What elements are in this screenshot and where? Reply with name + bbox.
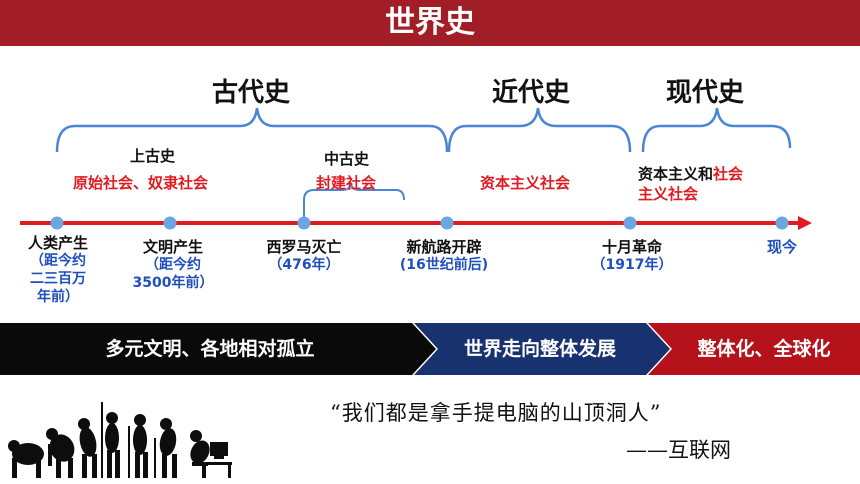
title-bar — [0, 0, 860, 46]
brace-ancient — [55, 107, 449, 153]
era-modern: 近代史 — [492, 78, 571, 108]
label-primitive-slave: 原始社会、奴隶社会 — [73, 174, 209, 192]
label-upper-ancient: 上古史 — [130, 147, 176, 165]
label-capitalist: 资本主义社会 — [480, 174, 571, 192]
event-present: 现今 — [766, 238, 797, 256]
band-isolated-label: 多元文明、各地相对孤立 — [105, 338, 315, 360]
quote-author: ——互联网 — [626, 438, 731, 462]
band-integration-label: 世界走向整体发展 — [463, 338, 616, 360]
dot-present — [775, 216, 789, 230]
event-human-origin: 人类产生 （距今约 二三百万 年前） — [27, 234, 88, 305]
dot-new-routes — [440, 216, 454, 230]
band-globalization-label: 整体化、全球化 — [697, 338, 831, 360]
label-middle-ancient: 中古史 — [324, 150, 370, 168]
dot-october-revolution — [623, 216, 637, 230]
event-new-routes: 新航路开辟 (16世纪前后) — [399, 238, 489, 273]
label-feudal: 封建社会 — [316, 174, 377, 192]
period-bands — [0, 323, 860, 375]
era-ancient: 古代史 — [212, 78, 291, 108]
brace-feudal — [303, 183, 405, 201]
dot-human-origin — [50, 216, 64, 230]
era-contemporary: 现代史 — [666, 78, 745, 108]
timeline-diagram — [20, 107, 812, 230]
event-civilization: 文明产生 （距今约 3500年前） — [132, 238, 214, 291]
band-isolated-bg — [0, 323, 436, 375]
event-rome-fall: 西罗马灭亡 （476年） — [266, 238, 342, 273]
page-title: 世界史 — [385, 5, 475, 40]
band-globalization-bg — [648, 323, 860, 375]
event-october-revolution: 十月革命 （1917年） — [591, 238, 673, 273]
evolution-silhouettes-icon — [8, 402, 232, 478]
band-integration-bg — [414, 323, 670, 375]
dot-civilization — [163, 216, 177, 230]
brace-contemporary — [641, 107, 792, 153]
dot-rome-fall — [297, 216, 311, 230]
brace-modern — [447, 107, 632, 153]
label-cap-and-soc: 资本主义和社会 主义社会 — [638, 165, 744, 203]
quote-text: “我们都是拿手提电脑的山顶洞人” — [330, 401, 662, 425]
timeline-arrow — [798, 216, 812, 230]
